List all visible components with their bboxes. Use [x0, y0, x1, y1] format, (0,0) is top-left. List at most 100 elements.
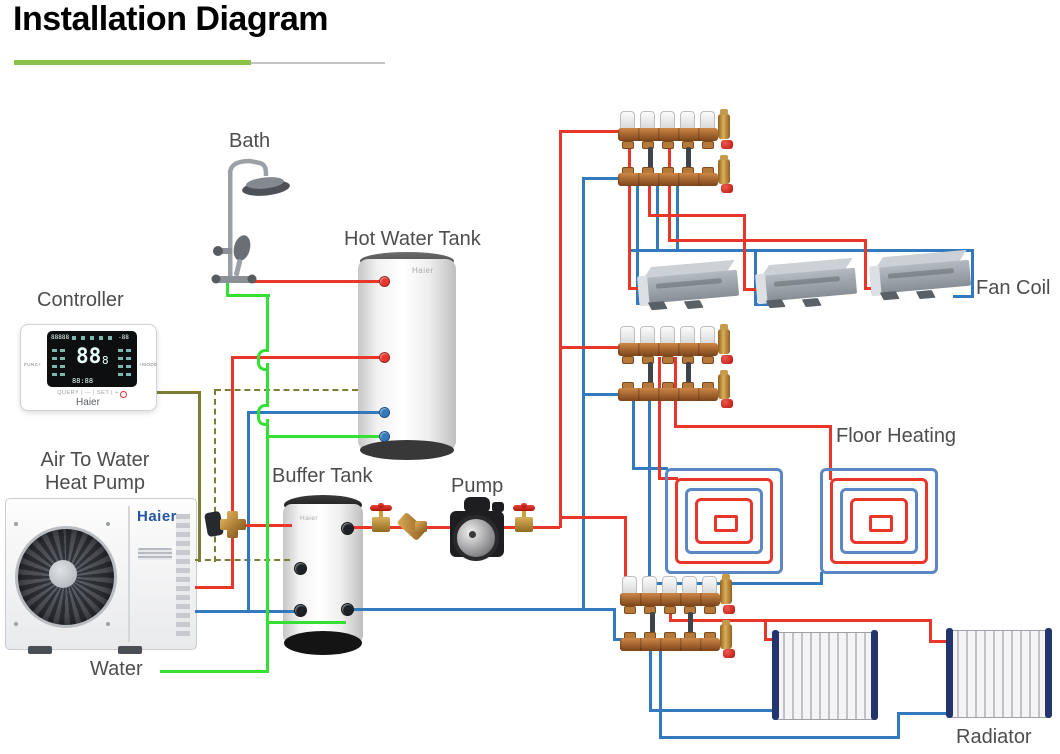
fan-coil-bracket [879, 291, 900, 301]
manifold-connector [648, 362, 653, 390]
heat-pump-screw [106, 622, 110, 626]
wire-dashed-bottom [195, 559, 290, 561]
pipe-hot-radiator2-drop [929, 619, 932, 643]
floor-coil-center-hook [869, 515, 893, 532]
port-buffer-left-mid [294, 562, 307, 575]
fan-coil-bracket [915, 290, 936, 300]
pipe-water-crossover-arc [257, 349, 269, 371]
valve2-stem [522, 511, 526, 518]
controller-clock-reading: 88:88 [72, 377, 94, 385]
buffer-tank-bottom-cap [284, 631, 362, 655]
pipe-cold-fancoil3-in [953, 295, 974, 298]
bath-shower [211, 158, 290, 284]
valve1-body [372, 517, 390, 532]
wire-dashed-top [215, 389, 358, 391]
pipe-hot-radiator1-in [764, 638, 778, 641]
pipe-water-main-a [266, 294, 269, 351]
heat-pump-side-vents [176, 514, 190, 638]
manifold-connector [688, 612, 693, 640]
manifold-air-vent [720, 624, 732, 649]
radiator-side-column [1045, 628, 1052, 718]
port-buffer-left-bottom [294, 604, 307, 617]
floor-coil-ring [820, 468, 938, 574]
title-underline-green [14, 60, 251, 65]
pipe-hot-floorcoil2-in [829, 425, 832, 480]
radiator-side-column [772, 630, 779, 720]
pipe-hot-floorcoil1-drop [658, 357, 661, 480]
manifold-air-vent-cap [722, 574, 730, 580]
manifold-air-vent-cap [720, 155, 728, 160]
pipe-cold-manifold2-in [582, 393, 622, 396]
fan-coil-bracket [683, 300, 704, 310]
floor-coil-ring [840, 488, 918, 554]
pipe-cold-floorcoil1-drop [632, 398, 635, 470]
pipe-water-shower-run [226, 294, 270, 297]
wire-dashed-left [214, 389, 216, 562]
manifold-floor-heating [618, 324, 736, 418]
controller-icon-row [72, 336, 116, 340]
y-strainer-cap [415, 521, 427, 532]
port-hwt-cold-in [379, 431, 390, 442]
heat-pump-logo: Haier [137, 508, 178, 525]
pipe-hot-manifold3-drop [624, 516, 627, 596]
pipe-hot-radiator1-drop [764, 619, 767, 641]
pipe-water-supply-riser [266, 621, 269, 673]
pipe-hot-fancoil3-run [668, 239, 867, 242]
pump-top-box [464, 497, 490, 513]
hot-water-tank-body [358, 259, 456, 451]
label-fan-coil: Fan Coil [976, 277, 1051, 299]
heat-pump-foot-left [28, 646, 52, 654]
three-way-valve-vertical [227, 511, 238, 538]
pipe-cold-radiator2-run [659, 736, 900, 739]
manifold-union-nut [624, 606, 636, 614]
pipe-cold-fancoil3-tap [676, 185, 679, 251]
valve2-body [515, 517, 533, 532]
pipe-hot-heatpump-out [195, 586, 233, 589]
fan-coil-bracket [801, 298, 822, 308]
shower-handheld-icon [233, 235, 251, 261]
controller-icon-column-left2 [60, 346, 65, 376]
manifold-air-vent [720, 579, 732, 604]
heat-pump-screw [14, 622, 18, 626]
pipe-water-shower-drop [226, 282, 229, 297]
pipe-water-main-b [266, 363, 269, 407]
label-heat-pump: Air To Water Heat Pump [18, 449, 172, 495]
manifold-supply-bar [620, 593, 720, 606]
pipe-cold-radiator2-in [897, 712, 953, 715]
controller-icon-column-left [52, 346, 57, 376]
manifold-return-bar [620, 638, 720, 651]
label-bath: Bath [229, 130, 271, 152]
heat-pump-grille [138, 548, 172, 560]
pipe-cold-floorcoil2-drop [648, 398, 651, 585]
valve1-handle [370, 505, 392, 511]
controller-sub-reading: 8 [102, 354, 109, 367]
port-hwt-coil-out [379, 407, 390, 418]
valve2-handle [513, 505, 535, 511]
pump-face-center [469, 531, 476, 538]
pump-side-nub [492, 502, 504, 512]
manifold-air-vent-cap [720, 109, 728, 115]
controller-icon-column-right [118, 346, 123, 376]
pipe-water-hwt-in [266, 435, 382, 438]
manifold-drain-knob [721, 184, 733, 193]
manifold-union-nut [622, 356, 634, 364]
pipe-cold-buffer-return [352, 608, 616, 611]
pipe-cold-fancoil2-tap [656, 185, 659, 251]
controller-mode-label: +MODE [139, 362, 158, 367]
heat-pump-foot-right [118, 646, 142, 654]
pipe-cold-floorcoil2-in [820, 572, 823, 585]
floor-coil-center-hook [714, 515, 738, 532]
pipe-hot-valve-to-buffer [246, 524, 292, 527]
floor-coil-ring [675, 478, 773, 564]
manifold-connector [686, 147, 691, 175]
label-radiator: Radiator [956, 726, 1032, 748]
label-hot-water-tank: Hot Water Tank [344, 228, 481, 250]
port-buffer-right-bottom [341, 603, 354, 616]
pipe-cold-fancoil3-drop [971, 249, 974, 298]
pipe-hot-fancoil3-drop [864, 239, 867, 290]
fan-coil-unit-3 [868, 248, 972, 303]
pipe-water-crossover-arc [257, 404, 269, 426]
buffer-tank-logo: Haier [300, 515, 319, 522]
title-underline-gray [251, 62, 385, 64]
